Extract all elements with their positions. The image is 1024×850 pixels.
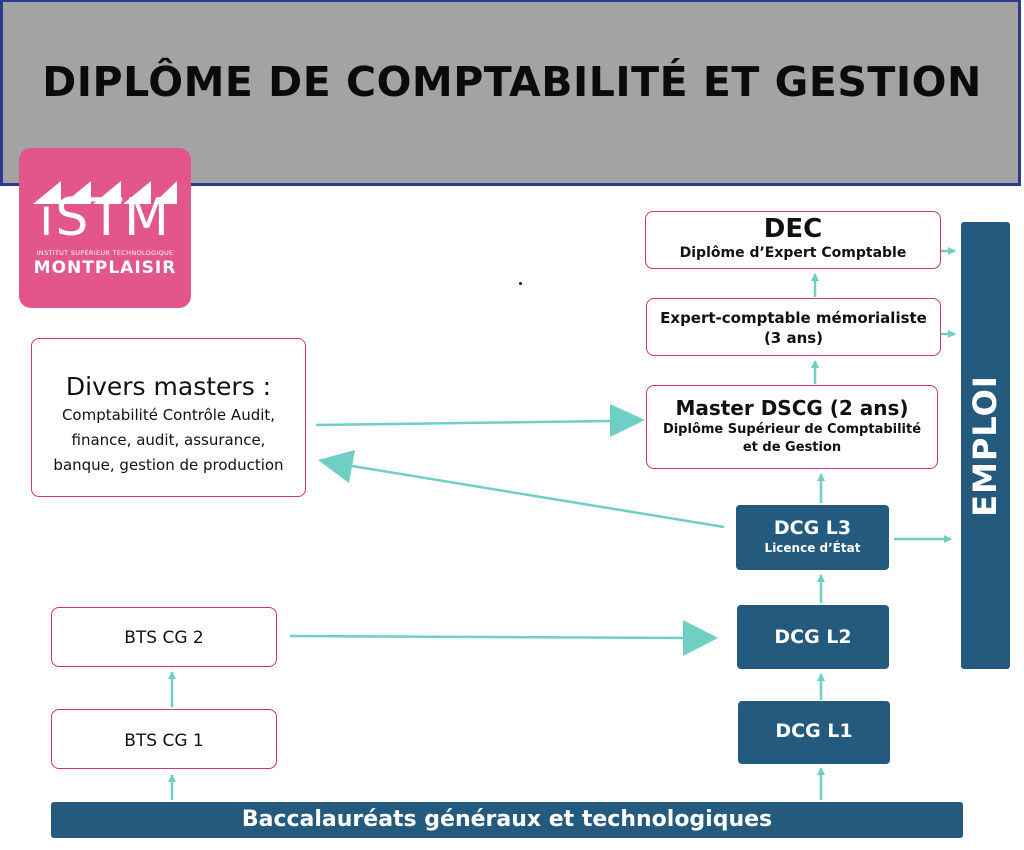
dscg-line1: Diplôme Supérieur de Comptabilité — [662, 422, 922, 437]
dec-box: DEC Diplôme d’Expert Comptable — [645, 211, 941, 269]
dcg-l1-title: DCG L1 — [775, 720, 853, 742]
dcg-l2-title: DCG L2 — [774, 626, 852, 648]
emploi-bar — [961, 222, 1010, 669]
masters-line2: finance, audit, assurance, — [71, 431, 266, 449]
istm-logo: iSTM INSTITUT SUPÉRIEUR TECHNOLOGIQUE MO… — [19, 148, 191, 308]
memorialiste-box: Expert-comptable mémorialiste (3 ans) — [646, 298, 941, 356]
memorialiste-subtitle: (3 ans) — [763, 329, 824, 347]
bts2-box: BTS CG 2 — [51, 607, 277, 667]
logo-place: MONTPLAISIR — [33, 258, 177, 278]
bts1-box: BTS CG 1 — [51, 709, 277, 769]
masters-line1: Comptabilité Contrôle Audit, — [61, 406, 276, 424]
dcg-l3-subtitle: Licence d’État — [764, 541, 861, 555]
bts2-label: BTS CG 2 — [124, 628, 204, 648]
dec-title: DEC — [763, 214, 823, 244]
dec-subtitle: Diplôme d’Expert Comptable — [679, 245, 907, 261]
dscg-title: Master DSCG (2 ans) — [675, 396, 909, 420]
logo-word: iSTM — [38, 188, 172, 248]
dcg-l3-box: DCG L3 Licence d’État — [736, 505, 889, 570]
dscg-line2: et de Gestion — [742, 440, 842, 455]
dscg-box: Master DSCG (2 ans) Diplôme Supérieur de… — [646, 385, 938, 469]
masters-line3: banque, gestion de production — [53, 456, 284, 474]
logo-roof-icon — [33, 181, 177, 204]
bac-bar: Baccalauréats généraux et technologiques — [51, 802, 963, 838]
emploi-label: EMPLOI — [966, 375, 1004, 517]
memorialiste-title: Expert-comptable mémorialiste — [660, 309, 927, 327]
bts1-label: BTS CG 1 — [124, 731, 204, 751]
dcg-l3-title: DCG L3 — [773, 517, 852, 539]
page-title: DIPLÔME DE COMPTABILITÉ ET GESTION — [42, 58, 982, 106]
dcg-l1-box: DCG L1 — [738, 701, 890, 764]
masters-title: Divers masters : — [65, 372, 272, 401]
logo-subtitle: INSTITUT SUPÉRIEUR TECHNOLOGIQUE — [36, 249, 174, 257]
stray-dot — [519, 282, 522, 285]
dcg-l2-box: DCG L2 — [737, 605, 889, 669]
masters-box: Divers masters : Comptabilité Contrôle A… — [31, 338, 306, 497]
